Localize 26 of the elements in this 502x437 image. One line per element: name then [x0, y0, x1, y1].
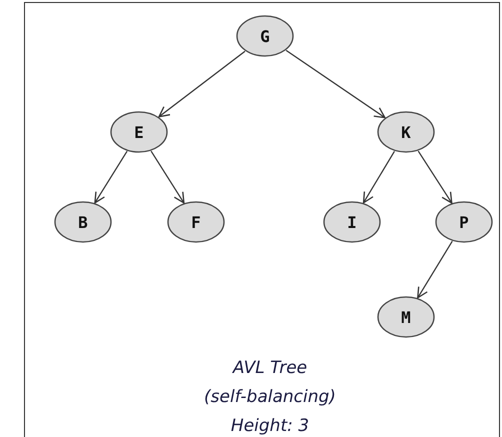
node-letter: M: [401, 308, 411, 326]
caption-line: Height: 3: [230, 416, 310, 436]
tree-node: [435, 201, 493, 243]
arrow: [158, 50, 246, 118]
node-letter: P: [459, 212, 469, 232]
tree-node: [110, 111, 168, 153]
tree-node: [377, 296, 435, 338]
node-letter: B: [78, 212, 88, 232]
caption-line: (self-balancing): [203, 387, 337, 407]
tree-node: [377, 111, 435, 153]
arrow: [417, 240, 453, 298]
arrow: [150, 150, 185, 204]
node-letter: K: [401, 122, 411, 142]
caption-line: AVL Tree: [231, 358, 308, 378]
arrow: [94, 150, 128, 204]
tree-node: [54, 201, 112, 243]
tree-node: [323, 201, 381, 243]
node-letter: G: [260, 26, 270, 46]
tree-node: [167, 201, 225, 243]
arrow: [286, 50, 386, 118]
node-letter: I: [347, 212, 357, 232]
tree-node: [236, 15, 294, 57]
node-letter: F: [191, 212, 201, 232]
arrow: [362, 150, 395, 204]
arrow: [418, 150, 452, 204]
node-letter: E: [134, 122, 144, 142]
